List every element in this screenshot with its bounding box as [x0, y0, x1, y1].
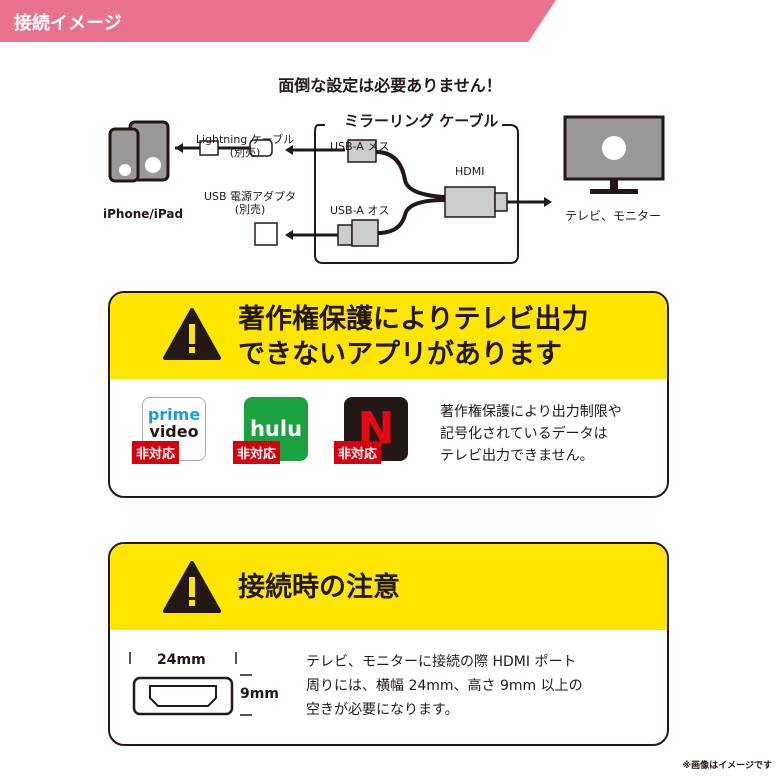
notice-title-2: できないアプリがあります [238, 339, 562, 370]
notice-title-1: 著作権保護によりテレビ出力 [238, 304, 589, 335]
desc-line: テレビ出力できません。 [440, 448, 594, 464]
footnote: ※画像はイメージです [682, 761, 772, 771]
device-label: iPhone/iPad [103, 207, 184, 221]
unsupported-badge: 非対応 [233, 441, 281, 464]
caution-banner: 接続時の注意 [110, 544, 667, 630]
lightning-note: (別売) [229, 146, 261, 159]
connection-caution: 接続時の注意 24mm 9mm テレビ、モニターに接続の際 HDMI ポート 周… [108, 542, 669, 746]
hdmi-port-diagram [129, 652, 252, 716]
lightning-text: Lightning ケーブル [195, 133, 295, 146]
section-header: 接続イメージ [0, 0, 556, 42]
cable-bracket [314, 124, 519, 264]
hdmi-label: HDMI [455, 165, 485, 178]
desc-line: 空きが必要になります。 [306, 702, 459, 718]
desc-line: 記号化されているデータは [440, 426, 608, 442]
desc-line: テレビ、モニターに接続の際 HDMI ポート [306, 654, 577, 670]
width-label: 24mm [157, 652, 206, 668]
headline: 面倒な設定は必要ありません！ [278, 76, 502, 95]
warning-icon [163, 561, 221, 613]
warning-icon [163, 308, 221, 360]
height-label: 9mm [240, 686, 279, 702]
usb-adapter-text: USB 電源アダプタ [203, 190, 297, 203]
desc-line: 周りには、横幅 24mm、高さ 9mm 以上の [306, 678, 583, 694]
usb-male-label: USB-A オス [330, 204, 390, 217]
notice-banner: 著作権保護によりテレビ出力 できないアプリがあります [110, 293, 667, 379]
notice-description: 著作権保護により出力制限や 記号化されているデータは テレビ出力できません。 [440, 401, 622, 467]
tv-icon [563, 115, 665, 194]
device-icon [108, 120, 170, 183]
connection-diagram [108, 115, 665, 264]
cable-title: ミラーリング ケーブル [340, 110, 503, 131]
caution-description: テレビ、モニターに接続の際 HDMI ポート 周りには、横幅 24mm、高さ 9… [306, 650, 583, 722]
usb-female-label: USB-A メス [330, 140, 390, 153]
usb-adapter-note: (別売) [234, 203, 266, 216]
unsupported-badge: 非対応 [334, 441, 382, 464]
desc-line: 著作権保護により出力制限や [440, 404, 622, 420]
tv-label: テレビ、モニター [565, 209, 662, 223]
prime-text: prime [147, 405, 201, 424]
caution-title: 接続時の注意 [238, 572, 400, 603]
usb-adapter-label: USB 電源アダプタ(別売) [195, 190, 305, 216]
unsupported-badge: 非対応 [132, 441, 180, 464]
section-title: 接続イメージ [14, 13, 122, 34]
lightning-label: Lightning ケーブル(別売) [190, 133, 300, 159]
video-text: video [149, 422, 199, 441]
